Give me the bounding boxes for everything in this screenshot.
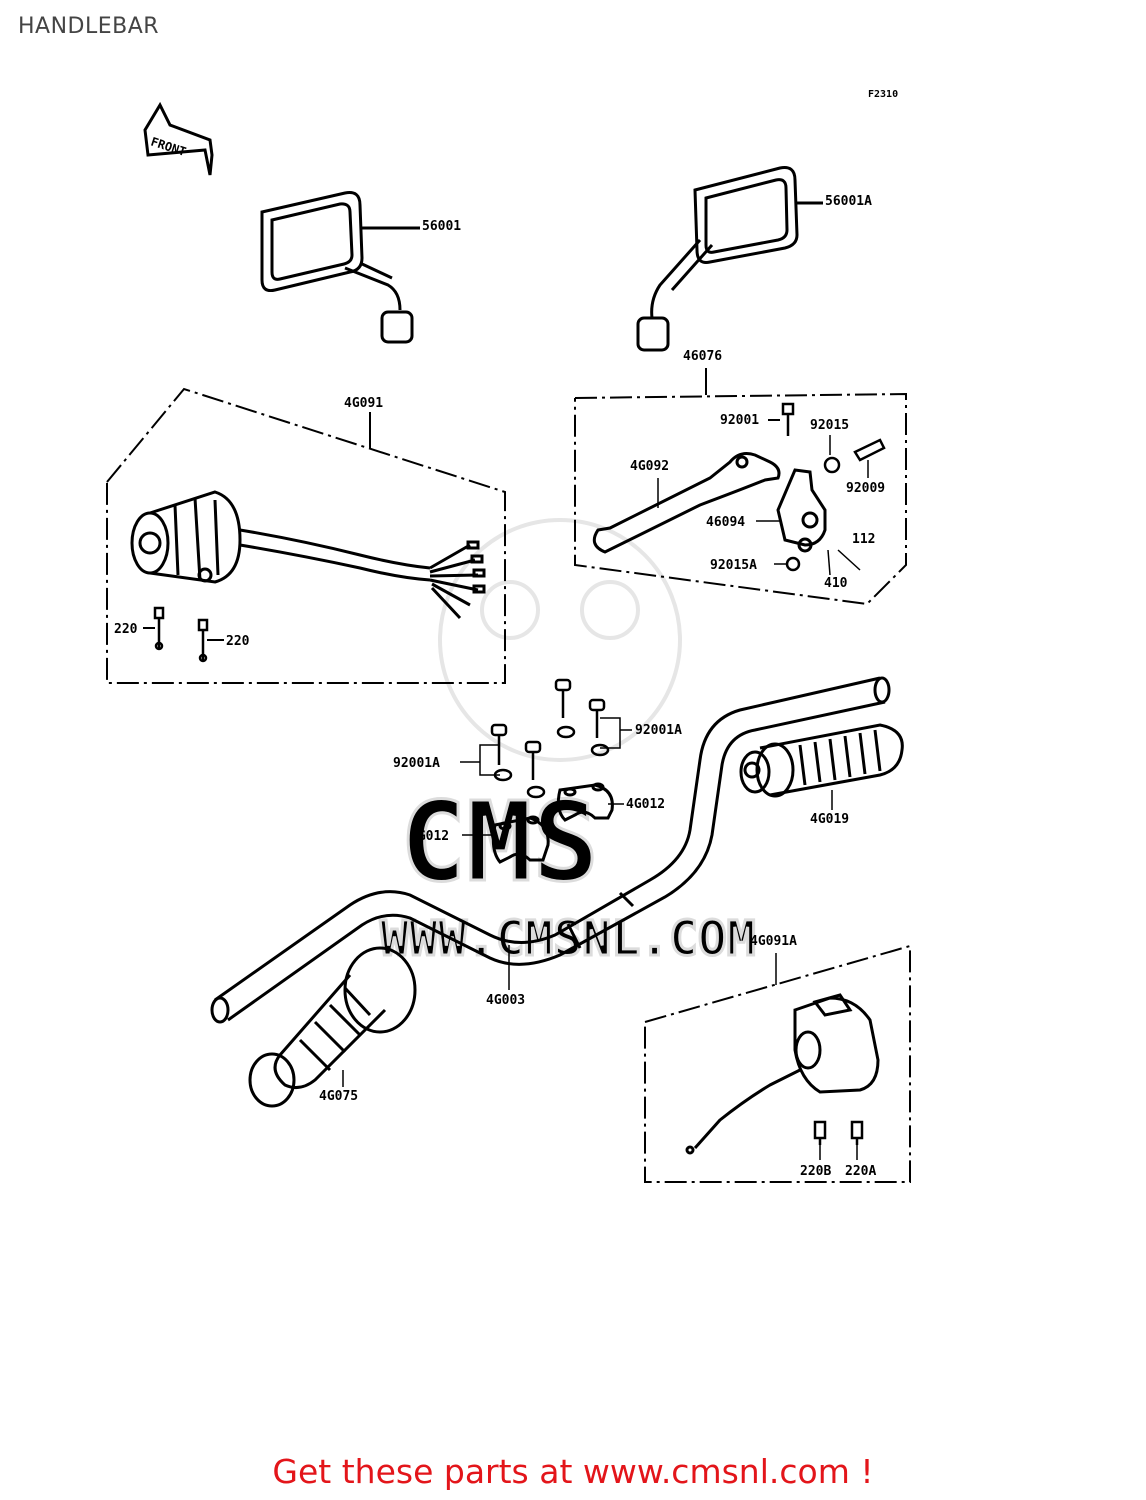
- label-46076: 46076: [683, 349, 722, 364]
- label-220B: 220B: [800, 1164, 831, 1179]
- grip-icon: [739, 723, 904, 798]
- label-46091A: 4G091A: [750, 934, 797, 949]
- figure-code: F2310: [868, 89, 898, 100]
- label-410: 410: [824, 576, 848, 591]
- bolt-icon: [813, 1120, 864, 1145]
- label-92001A-left: 92001A: [393, 756, 440, 771]
- cta-link[interactable]: Get these parts at www.cmsnl.com !: [0, 1452, 1146, 1491]
- page-title: HANDLEBAR: [18, 14, 160, 39]
- watermark-brand: CMS: [400, 778, 599, 906]
- label-46091: 4G091: [344, 396, 383, 411]
- label-92001: 92001: [720, 413, 759, 428]
- throttle-housing-box: [644, 944, 911, 1183]
- label-220A: 220A: [845, 1164, 876, 1179]
- label-220-left: 220: [114, 622, 138, 637]
- label-46094: 46094: [706, 515, 745, 530]
- label-92001A-right: 92001A: [635, 723, 682, 738]
- front-arrow-icon: FRONT: [143, 101, 214, 176]
- label-56001: 56001: [422, 219, 461, 234]
- label-92009: 92009: [846, 481, 885, 496]
- watermark-url: WWW.CMSNL.COM: [380, 911, 756, 967]
- grip-icon: [248, 946, 417, 1108]
- cta-text[interactable]: Get these parts at www.cmsnl.com !: [272, 1452, 874, 1491]
- label-46012-right: 4G012: [626, 797, 665, 812]
- label-46012-left: 4G012: [410, 829, 449, 844]
- bolt-icon: [853, 438, 886, 462]
- bolt-icon: [153, 606, 209, 663]
- label-220-right: 220: [226, 634, 250, 649]
- label-112: 112: [852, 532, 875, 547]
- cms-watermark: CMS WWW.CMSNL.COM: [379, 518, 757, 969]
- label-46092: 4G092: [630, 459, 669, 474]
- clutch-lever-icon: [592, 452, 827, 554]
- switch-housing-icon: [130, 490, 486, 620]
- throttle-housing-icon: [685, 993, 880, 1155]
- handlebar-icon: [210, 676, 891, 1024]
- mirror-left-icon: [260, 191, 420, 344]
- label-92015A: 92015A: [710, 558, 757, 573]
- label-56001A: 56001A: [825, 194, 872, 209]
- bolt-icon: [781, 402, 795, 436]
- switch-assembly-box: [106, 387, 506, 684]
- label-92015: 92015: [810, 418, 849, 433]
- label-46003: 4G003: [486, 993, 525, 1008]
- bolt-icon: [490, 678, 610, 799]
- label-46019: 4G019: [810, 812, 849, 827]
- clamp-icon: [491, 782, 614, 864]
- clutch-lever-box: [574, 392, 907, 606]
- label-46075: 4G075: [319, 1089, 358, 1104]
- mirror-right-icon: [636, 166, 823, 352]
